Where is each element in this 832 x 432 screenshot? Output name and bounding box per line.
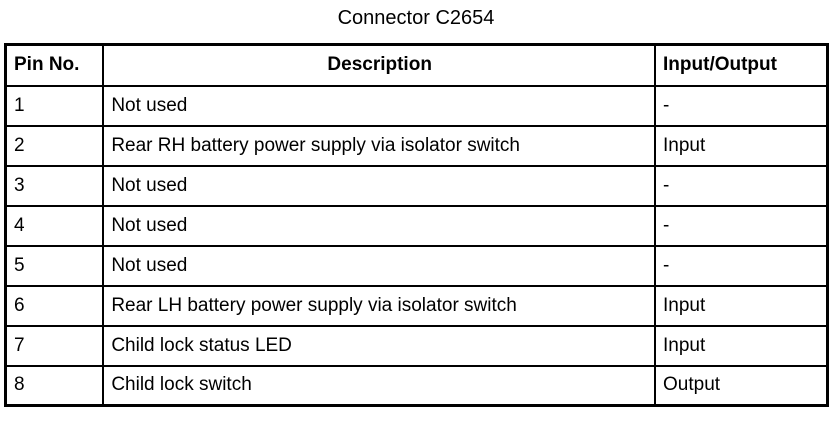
description-cell: Rear LH battery power supply via isolato…	[102, 284, 657, 327]
pin-cell: 4	[4, 204, 105, 247]
connector-pin-table: Pin No. Description Input/Output 1 Not u…	[4, 43, 829, 407]
table-row: 6 Rear LH battery power supply via isola…	[4, 284, 829, 327]
io-cell: Input	[654, 284, 829, 327]
header-input-output: Input/Output	[654, 43, 829, 87]
pin-cell: 3	[4, 164, 105, 207]
description-cell: Rear RH battery power supply via isolato…	[102, 124, 657, 167]
table-body: 1 Not used - 2 Rear RH battery power sup…	[4, 84, 829, 407]
io-cell: -	[654, 84, 829, 127]
table-row: 7 Child lock status LED Input	[4, 324, 829, 367]
io-cell: -	[654, 204, 829, 247]
table-row: 8 Child lock switch Output	[4, 364, 829, 407]
table-row: 2 Rear RH battery power supply via isola…	[4, 124, 829, 167]
table-row: 5 Not used -	[4, 244, 829, 287]
io-cell: -	[654, 164, 829, 207]
pin-cell: 6	[4, 284, 105, 327]
description-cell: Not used	[102, 244, 657, 287]
table-row: 4 Not used -	[4, 204, 829, 247]
description-cell: Not used	[102, 164, 657, 207]
pin-cell: 7	[4, 324, 105, 367]
pin-cell: 5	[4, 244, 105, 287]
io-cell: -	[654, 244, 829, 287]
table-header: Pin No. Description Input/Output	[4, 43, 829, 87]
pin-cell: 2	[4, 124, 105, 167]
description-cell: Child lock switch	[102, 364, 657, 407]
pin-cell: 8	[4, 364, 105, 407]
page-title: Connector C2654	[337, 7, 495, 29]
pin-cell: 1	[4, 84, 105, 127]
io-cell: Input	[654, 124, 829, 167]
io-cell: Output	[654, 364, 829, 407]
header-row: Pin No. Description Input/Output	[4, 43, 829, 87]
description-cell: Not used	[102, 84, 657, 127]
table-row: 1 Not used -	[4, 84, 829, 127]
description-cell: Child lock status LED	[102, 324, 657, 367]
table-row: 3 Not used -	[4, 164, 829, 207]
description-cell: Not used	[102, 204, 657, 247]
io-cell: Input	[654, 324, 829, 367]
header-description: Description	[102, 43, 657, 87]
header-pin-no: Pin No.	[4, 43, 105, 87]
